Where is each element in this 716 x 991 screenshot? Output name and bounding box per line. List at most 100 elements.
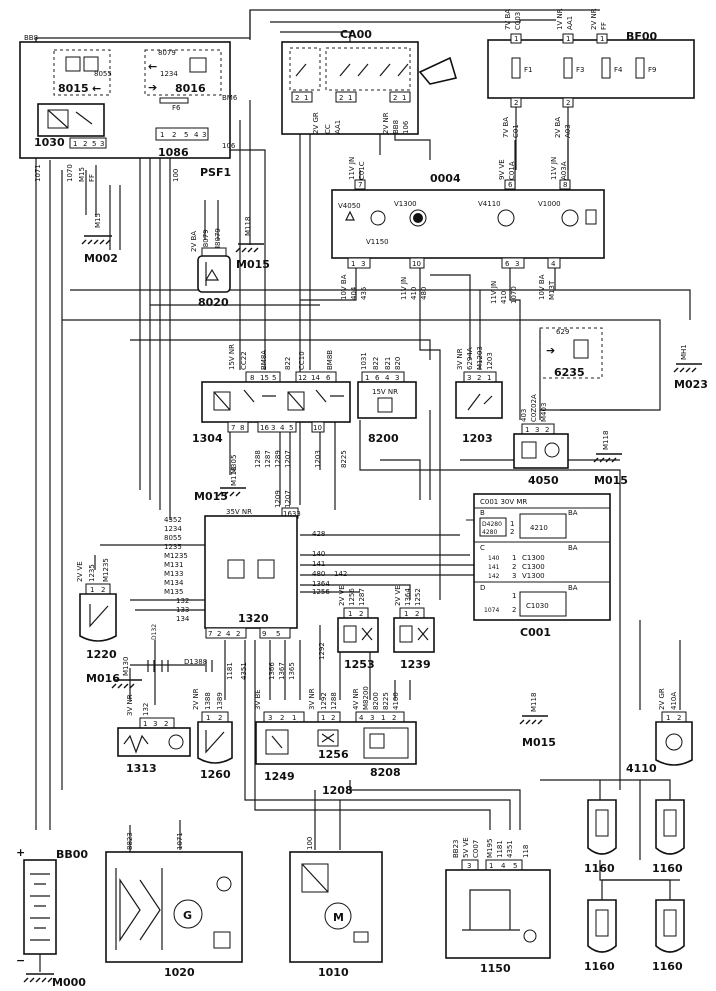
battery-minus-symbol: − — [16, 954, 25, 967]
wire-label-m15: M15 — [78, 167, 86, 182]
relay-1030-outline — [37, 103, 105, 137]
pin: 2 — [677, 714, 681, 722]
wire-label-140: 140 — [312, 550, 325, 558]
valve-coil-icon — [343, 625, 357, 643]
wire-label-1235: 1235 — [88, 564, 96, 582]
connector-bf00 — [596, 33, 608, 44]
component-1208: 1208 — [322, 784, 353, 797]
wire-label-c0z02a: C0Z02A — [530, 394, 538, 422]
label-v1000: V1000 — [538, 200, 561, 208]
pin: 2 — [339, 94, 343, 102]
pin: 5 — [276, 630, 280, 638]
ecu-1320 — [204, 515, 298, 629]
pin: 5 — [272, 374, 276, 382]
component-1150-block: BB23 5V VE C007 M195 1181 4351 118 3 1 4… — [445, 837, 551, 975]
component-bf00: BF00 — [626, 30, 658, 43]
c001-1074: 1074 — [484, 607, 499, 614]
pin: 1 — [525, 426, 529, 434]
pin: 2 — [514, 99, 518, 107]
connector-1086 — [155, 127, 209, 141]
wire-label-404: 404 — [350, 286, 358, 300]
wire-label-bb23: BB23 — [452, 839, 460, 858]
ground-m015-mid: M118 M015 — [194, 467, 246, 503]
wire-label-8225: 8225 — [340, 450, 348, 468]
ignition-key-icon — [418, 56, 458, 85]
c001-section-b: B — [480, 509, 485, 517]
connector-1304-bottom — [227, 421, 249, 433]
pin: 1 — [512, 554, 516, 562]
connector-0004 — [354, 179, 366, 190]
pin: 6 — [375, 374, 380, 382]
pin: 3 — [515, 260, 519, 268]
ca00-outline — [281, 41, 419, 135]
wire-label-m1235: M1235 — [164, 552, 188, 560]
pin: 4 — [226, 630, 231, 638]
fuse-f1-icon — [511, 57, 521, 79]
fuel-icon — [345, 210, 355, 221]
pin: 1 — [351, 260, 355, 268]
oil-lamp-fill-icon — [413, 213, 423, 223]
wire-label-1207: 1207 — [284, 450, 292, 468]
rectifier-icon — [119, 878, 161, 942]
pin: 2 — [545, 426, 549, 434]
pin: 1 — [381, 714, 385, 722]
pin: 1 — [90, 586, 94, 594]
wire-label-1031: 1031 — [360, 352, 368, 370]
pin: 7 — [358, 181, 362, 189]
component-4110-block: 2V GR 410A 1 2 4110 — [626, 688, 693, 775]
component-1253: 1253 — [344, 658, 375, 671]
wire-label-bb8: BB8 — [392, 120, 400, 134]
ground-m015-lower: M118 M015 — [519, 693, 556, 749]
wire-label-1288: 1288 — [254, 450, 262, 468]
wire-label-134: 134 — [176, 615, 190, 623]
pin: 1 — [348, 610, 352, 618]
pin: 5 — [92, 140, 96, 148]
arrow-left-icon: ← — [148, 60, 157, 73]
wire-label-132: 132 — [142, 703, 150, 716]
pin: 2 — [512, 606, 516, 614]
wire-label-2v-gr: 2V GR — [658, 688, 666, 710]
pin: 7 — [231, 424, 235, 432]
wire-label-1366: 1366 — [268, 662, 276, 680]
pin: 3 — [512, 572, 516, 580]
component-1320: 1320 — [238, 612, 269, 625]
component-1249: 1249 — [264, 770, 295, 783]
wire-label-m15-ground: M15 — [94, 213, 102, 228]
module-6235-icon — [573, 339, 589, 359]
wire-label-a03a: A03A — [560, 161, 568, 180]
wire-label-133: 133 — [176, 606, 189, 614]
connector-1304-bottom — [311, 421, 325, 433]
wire-label-c007: C007 — [472, 840, 480, 858]
fuse-label-f4: F4 — [614, 66, 623, 74]
pin: 6 — [505, 260, 510, 268]
ecu-injector-icon — [227, 559, 245, 579]
component-1150: 1150 — [480, 962, 511, 975]
connector-0004 — [559, 179, 571, 190]
wire-label-8055: 8055 — [94, 70, 112, 78]
pin: 5 — [184, 131, 188, 139]
c001-c1300: C1300 — [522, 554, 545, 562]
component-1313: 1313 — [126, 762, 157, 775]
ground-m016: M130 M016 D1388 D132 — [86, 624, 213, 689]
wire-label-8055: 8055 — [164, 534, 182, 542]
component-bb00-block: + − BB00 M000 — [16, 846, 88, 989]
relay-8015-icon — [65, 56, 81, 72]
wire-label-c01a: C01A — [508, 161, 516, 180]
ground-label-m023: M023 — [674, 378, 708, 391]
pin: 8 — [250, 374, 254, 382]
connector-bf00-bottom — [510, 97, 522, 108]
wire-label-1070: 1070 — [66, 164, 74, 182]
component-1020-block: 8823 1071 G 1020 — [105, 832, 243, 979]
wire-label-142: 142 — [334, 570, 347, 578]
sensor-4050-gauge-icon — [544, 442, 560, 458]
connector-bf00 — [562, 33, 574, 44]
wire-label-1389: 1389 — [216, 692, 224, 710]
pin: 2 — [415, 610, 419, 618]
component-psf1: PSF1 — [200, 166, 231, 179]
generator-symbol: G — [183, 909, 192, 922]
component-1239: 1239 — [400, 658, 431, 671]
wire-label-1364: 1364 — [404, 588, 412, 606]
connector-ca00-right — [389, 91, 411, 103]
pin: 3 — [202, 131, 206, 139]
ground-label-m015: M015 — [194, 490, 228, 503]
